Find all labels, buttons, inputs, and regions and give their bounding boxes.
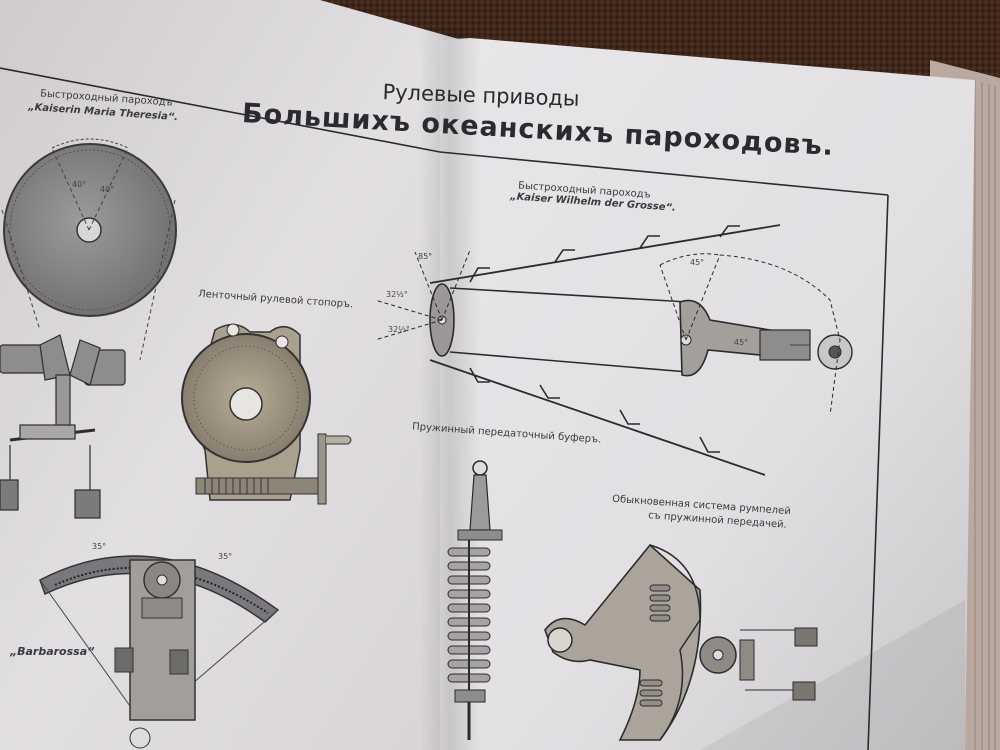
angle-top: 85°: [418, 252, 433, 261]
right-page: [440, 38, 975, 750]
kaiserin-angle-left: 40°: [72, 180, 87, 189]
band-stopper-drawing: [181, 323, 352, 505]
barbarossa-angle-right: 35°: [218, 552, 233, 561]
header-rule-right: [439, 151, 889, 196]
angle-lower: 32½°: [388, 325, 410, 334]
angle-upper: 32½°: [386, 290, 408, 299]
barbarossa-angle-left: 35°: [92, 542, 107, 551]
angle-right-top: 45°: [690, 258, 705, 267]
header-rule-left: [0, 67, 441, 153]
barbarossa-quadrant: [39, 555, 280, 749]
kaiser-wilhelm-tiller-diagram: [374, 224, 853, 476]
right-page-frame: [867, 194, 889, 750]
angle-right-mid: 45°: [734, 338, 749, 347]
kaiserin-steering-disc: [1, 138, 177, 361]
kaiserin-angle-right: 40°: [100, 185, 115, 194]
spring-buffer-drawing: [447, 460, 503, 740]
bevel-gear-mechanism: [0, 334, 126, 519]
ordinary-tiller-system-drawing: [544, 543, 818, 741]
barbarossa-ship-name: „Barbarossa“: [10, 645, 95, 658]
